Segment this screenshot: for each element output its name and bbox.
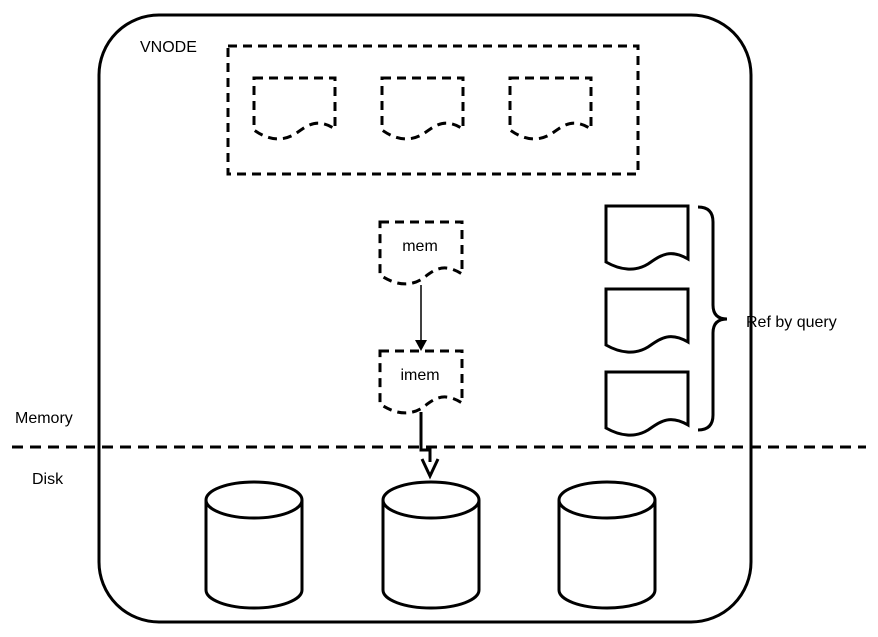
snapshot-group [226,44,640,176]
mem-label: mem [402,238,438,255]
query-refs-label: Ref by query [746,314,837,331]
disk-label: Disk [32,471,64,488]
snapshot-doc-1 [252,76,337,141]
memory-label: Memory [15,410,73,427]
flush-arrowhead [420,458,440,480]
disk-cylinder-2 [381,480,481,610]
query-brace [697,205,728,432]
snapshot-doc-3 [508,76,593,141]
query-doc-1 [604,204,690,271]
vnode-label: VNODE [140,39,197,56]
vnode-container [97,13,753,624]
query-doc-3 [604,370,690,437]
disk-cylinder-3 [557,480,657,610]
snapshot-doc-2 [380,76,465,141]
flush-arrow [419,412,432,462]
imem-label: imem [400,367,439,384]
mem-to-imem-arrowhead [415,340,427,351]
disk-cylinder-1 [204,480,304,610]
mem-doc [378,220,464,286]
imem-doc [378,349,464,415]
query-doc-2 [604,287,690,354]
